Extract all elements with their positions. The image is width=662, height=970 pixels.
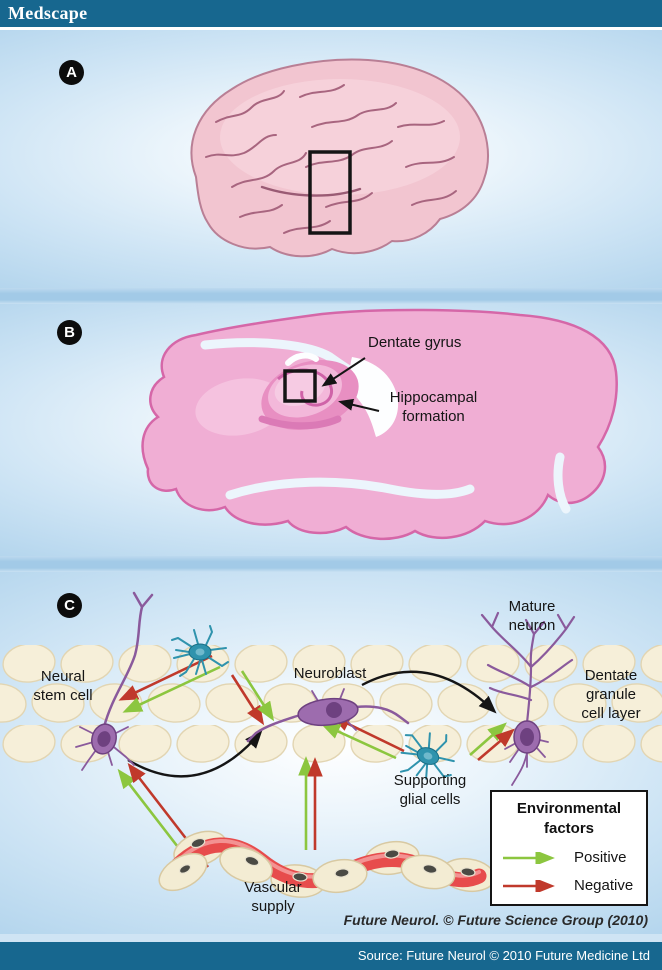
positive-arrow-icon (503, 851, 555, 864)
footer-bar: Source: Future Neurol © 2010 Future Medi… (0, 942, 662, 970)
header-bar: Medscape (0, 0, 662, 27)
neural-stem-cell-label: Neural stem cell (33, 668, 93, 704)
hippocampal-formation-label: Hippocampal formation (389, 389, 478, 425)
dentate-granule-cell-layer-label: Dentate granule cell layer (581, 667, 641, 722)
panel-a-background (0, 30, 662, 288)
panel-b-badge: B (57, 320, 82, 345)
legend-item-negative: Negative (492, 877, 646, 894)
bottom-strip (0, 934, 662, 942)
header-separator (0, 27, 662, 30)
panel-divider (0, 556, 662, 572)
source-credit: Source: Future Neurol © 2010 Future Medi… (357, 948, 650, 963)
supporting-glial-cells-label: Supporting glial cells (393, 772, 467, 808)
neuroblast-label: Neuroblast (293, 665, 367, 682)
medscape-logo[interactable]: Medscape (8, 3, 88, 23)
environmental-factors-legend: Environmental factors Positive Negative (490, 790, 648, 906)
legend-positive-label: Positive (574, 849, 627, 866)
panel-b-background (0, 304, 662, 556)
panel-a-badge: A (59, 60, 84, 85)
vascular-supply-label: Vascular supply (244, 879, 302, 915)
dentate-gyrus-label: Dentate gyrus (368, 334, 462, 351)
legend-title: Environmental factors (516, 800, 622, 837)
negative-arrow-icon (503, 879, 555, 892)
panel-divider (0, 288, 662, 304)
legend-item-positive: Positive (492, 849, 646, 866)
mature-neuron-label: Mature neuron (508, 598, 556, 634)
panel-c-badge: C (57, 593, 82, 618)
citation-text: Future Neurol. © Future Science Group (2… (343, 912, 648, 928)
legend-negative-label: Negative (574, 877, 634, 894)
